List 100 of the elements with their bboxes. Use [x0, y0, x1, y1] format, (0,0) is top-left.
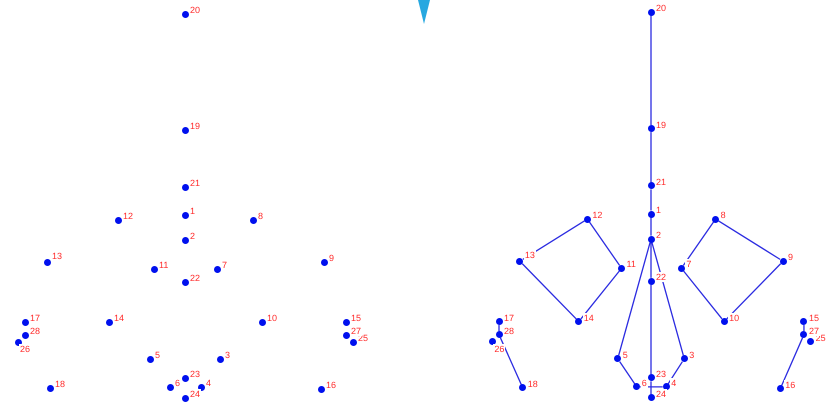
point-marker [146, 356, 154, 362]
point-marker [182, 236, 188, 244]
point-number: 13 [524, 250, 536, 260]
connector-line [650, 16, 652, 126]
point-marker [800, 318, 808, 326]
connector-line [650, 284, 652, 374]
point-number: 28 [29, 326, 42, 336]
point-marker [44, 258, 50, 266]
point-marker [114, 216, 122, 224]
point-number: 24 [655, 388, 668, 399]
point-marker [516, 258, 524, 265]
connector-line [650, 381, 652, 394]
point-number: 23 [655, 368, 668, 379]
point-marker [678, 264, 685, 272]
point-marker [182, 126, 188, 134]
point-marker [182, 10, 188, 18]
point-marker [648, 210, 654, 218]
point-marker [150, 266, 158, 272]
connector-line [726, 263, 782, 320]
point-marker [106, 318, 112, 326]
connector-line [522, 220, 585, 260]
point-marker [720, 318, 728, 326]
point-marker [342, 318, 350, 326]
point-number: 24 [189, 389, 202, 399]
connector-line [619, 361, 636, 384]
point-number: 8 [257, 211, 264, 221]
point-number: 4 [205, 378, 212, 388]
connector-line [682, 222, 714, 266]
point-marker [519, 384, 526, 392]
point-number: 9 [328, 253, 336, 263]
point-number: 15 [350, 313, 362, 323]
point-number: 2 [189, 231, 196, 241]
point-marker [648, 125, 654, 132]
point-marker [14, 338, 22, 346]
point-marker [488, 338, 496, 346]
connector-line [650, 189, 652, 210]
point-number: 11 [158, 260, 170, 270]
point-number: 26 [19, 344, 32, 354]
point-marker [22, 318, 28, 326]
point-number: 6 [174, 378, 182, 388]
point-marker [496, 318, 502, 326]
point-number: 15 [808, 312, 820, 323]
connector-line [781, 338, 804, 386]
point-number: 1 [655, 205, 662, 215]
point-number: 27 [808, 326, 820, 336]
point-marker [46, 384, 54, 392]
point-marker [807, 338, 814, 346]
point-marker [633, 383, 640, 390]
point-number: 23 [189, 369, 202, 379]
point-number: 19 [655, 120, 668, 130]
point-number: 7 [221, 260, 228, 270]
point-number: 22 [655, 272, 668, 282]
point-marker [22, 332, 28, 338]
point-number: 14 [582, 312, 595, 323]
point-number: 5 [622, 350, 629, 360]
point-marker [318, 386, 324, 392]
point-marker [712, 216, 720, 223]
point-marker [182, 394, 188, 402]
point-marker [575, 318, 582, 326]
point-number: 8 [720, 210, 727, 220]
point-marker [350, 338, 356, 346]
point-number: 12 [122, 211, 134, 221]
connector-line [683, 270, 722, 320]
point-number: 28 [503, 326, 516, 336]
point-number: 22 [189, 273, 202, 283]
point-marker [648, 236, 654, 243]
point-number: 21 [655, 176, 668, 187]
point-marker [216, 356, 224, 362]
point-number: 3 [224, 350, 232, 360]
connector-line [618, 242, 651, 356]
point-number: 21 [189, 178, 202, 188]
point-number: 4 [670, 378, 678, 388]
connector-line [651, 242, 684, 356]
connector-line [718, 220, 780, 260]
point-number: 6 [640, 378, 648, 388]
point-number: 7 [685, 259, 692, 270]
point-marker [214, 266, 220, 272]
point-marker [182, 374, 188, 382]
point-marker [198, 384, 204, 390]
point-marker [182, 212, 188, 218]
point-marker [776, 385, 784, 392]
point-number: 14 [113, 313, 126, 323]
point-marker [780, 258, 787, 265]
connector-line [580, 270, 620, 320]
point-marker [648, 8, 654, 16]
point-number: 16 [325, 380, 338, 390]
point-number: 17 [503, 312, 516, 323]
point-number: 17 [29, 313, 42, 323]
point-marker [250, 216, 256, 224]
point-marker [648, 182, 654, 190]
point-number: 5 [154, 350, 162, 360]
point-marker [618, 264, 626, 272]
point-number: 13 [51, 251, 64, 261]
connector-line [500, 338, 522, 385]
point-number: 12 [591, 210, 604, 220]
point-number: 27 [350, 326, 362, 336]
point-marker [182, 278, 188, 286]
point-marker [320, 258, 328, 266]
connector-line [650, 132, 652, 182]
point-number: 2 [655, 230, 662, 240]
